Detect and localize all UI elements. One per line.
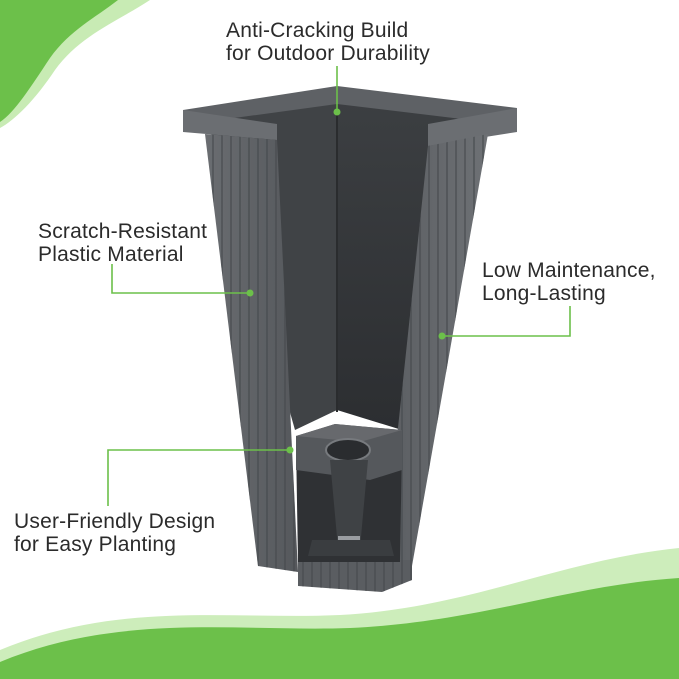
callout-top: Anti-Cracking Build for Outdoor Durabili… <box>226 19 430 65</box>
callout-dot-left-upper <box>246 289 254 297</box>
callout-dot-left-lower <box>286 446 294 454</box>
callout-dot-right <box>438 332 446 340</box>
callout-left-upper: Scratch-Resistant Plastic Material <box>38 220 207 266</box>
callout-dot-top <box>333 108 341 116</box>
planting-insert-hole <box>325 438 371 462</box>
planting-insert-stem <box>330 460 368 548</box>
bottom-green-wave <box>0 578 679 679</box>
callout-lines <box>107 66 571 506</box>
planter-left-wall-ribs <box>205 134 298 572</box>
callout-top-line1: Anti-Cracking Build <box>226 19 409 42</box>
planter-rim-front-right <box>428 108 517 146</box>
callout-left-upper-line2: Plastic Material <box>38 243 184 266</box>
planter-rim <box>183 86 517 132</box>
callout-left-lower-line1: User-Friendly Design <box>14 510 216 533</box>
callout-left-lower: User-Friendly Design for Easy Planting <box>14 510 215 556</box>
top-left-green-wave <box>0 0 118 122</box>
planter-base-ribs <box>298 560 412 592</box>
planter <box>183 86 517 592</box>
callout-line-right <box>442 306 571 337</box>
callout-dots <box>246 108 446 454</box>
callout-right-line1: Low Maintenance, <box>482 259 656 282</box>
callout-line-left-lower <box>107 449 290 506</box>
planting-insert-tray-top <box>296 424 402 442</box>
planter-right-wall-ribs <box>382 134 488 578</box>
callout-line-left-upper <box>111 264 250 294</box>
callout-left-upper-line1: Scratch-Resistant <box>38 220 208 243</box>
callout-right: Low Maintenance, Long-Lasting <box>482 259 656 305</box>
callout-left-lower-line2: for Easy Planting <box>14 533 177 556</box>
callout-right-line2: Long-Lasting <box>482 282 606 305</box>
planter-rim-front-left <box>183 110 277 140</box>
planting-insert-base <box>308 540 394 556</box>
callout-top-line2: for Outdoor Durability <box>226 42 430 65</box>
